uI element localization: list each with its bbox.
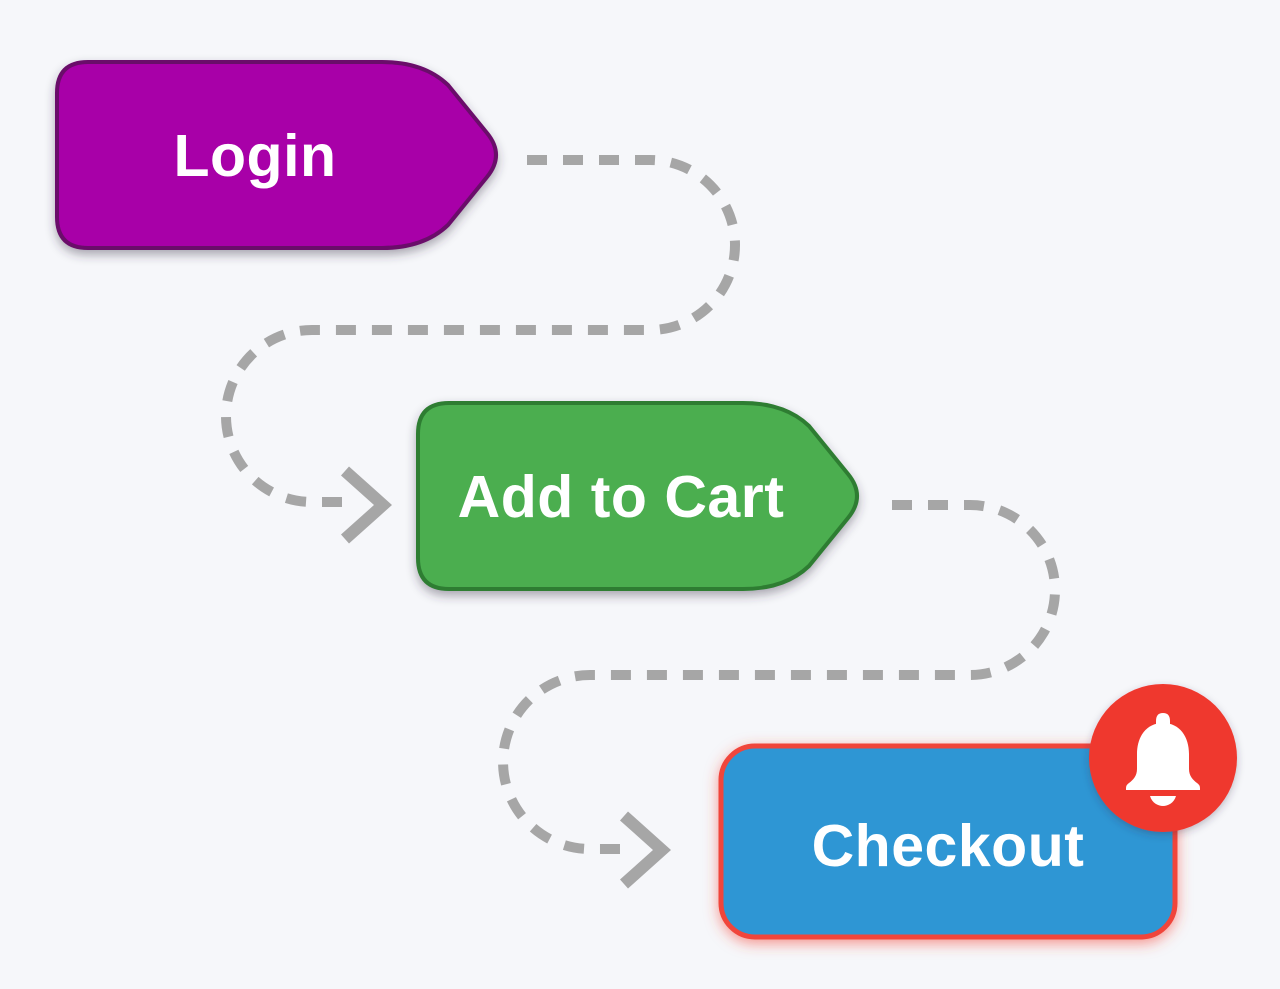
node-login: Login [55,60,498,250]
node-checkout: Checkout [718,743,1178,940]
node-add-to-cart: Add to Cart [416,401,859,591]
node-checkout-shape [718,743,1178,940]
connector-cart-to-checkout [498,500,1060,854]
node-login-label: Login [173,123,336,189]
arrowhead-icon [619,811,671,889]
notification-badge [1089,684,1237,832]
arrowhead-icon [340,466,392,544]
node-add-to-cart-label: Add to Cart [458,464,785,530]
node-login-shape [55,60,498,250]
connector-login-to-cart [221,155,740,507]
node-add-to-cart-shape [416,401,859,591]
bell-icon [1126,713,1200,806]
node-checkout-label: Checkout [812,813,1085,879]
